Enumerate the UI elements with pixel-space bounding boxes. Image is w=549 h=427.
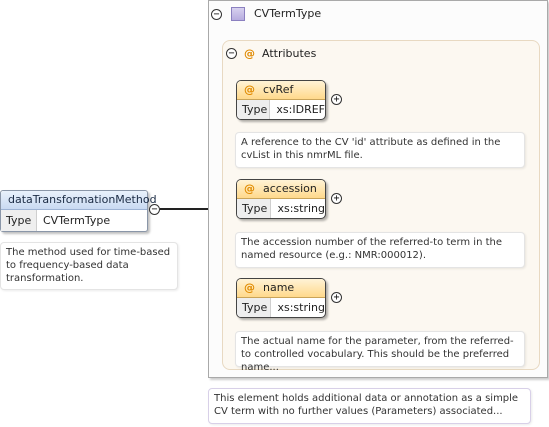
attributes-at-icon: @	[244, 47, 255, 60]
attribute-title-cvRef: @ cvRef	[237, 81, 325, 100]
attribute-type-value: xs:string	[277, 301, 325, 314]
attribute-title-name: @ name	[237, 279, 325, 298]
attribute-type-label: Type	[237, 199, 272, 218]
attribute-type-row: Type xs:IDREF	[237, 100, 325, 119]
element-box-dataTransformationMethod[interactable]: dataTransformationMethod Type CVTermType	[0, 190, 157, 232]
attribute-name: name	[263, 281, 295, 294]
element-name: dataTransformationMethod	[1, 191, 157, 210]
attribute-box-cvRef[interactable]: @ cvRef Type xs:IDREF	[236, 80, 326, 120]
attribute-expand-icon-cvRef[interactable]: +	[331, 94, 342, 105]
attribute-type-value: xs:IDREF	[276, 103, 325, 116]
attribute-documentation-name: The actual name for the parameter, from …	[235, 331, 525, 373]
attribute-documentation-cvRef: A reference to the CV 'id' attribute as …	[235, 132, 525, 168]
attribute-at-icon: @	[244, 83, 255, 96]
attribute-at-icon: @	[244, 182, 255, 195]
attribute-type-row: Type xs:string	[237, 298, 325, 317]
attribute-type-label: Type	[237, 100, 271, 119]
attribute-at-icon: @	[244, 281, 255, 294]
complex-type-icon	[231, 7, 245, 21]
attribute-title-accession: @ accession	[237, 180, 325, 199]
attributes-collapse-icon[interactable]: −	[226, 48, 237, 59]
attribute-name: cvRef	[263, 83, 294, 96]
element-type-row: Type CVTermType	[1, 210, 147, 231]
complex-type-name: CVTermType	[254, 7, 322, 20]
attribute-expand-icon-name[interactable]: +	[331, 292, 342, 303]
element-collapse-icon[interactable]: −	[149, 204, 160, 215]
attribute-box-accession[interactable]: @ accession Type xs:string	[236, 179, 326, 219]
attribute-type-value: xs:string	[277, 202, 325, 215]
attribute-expand-icon-accession[interactable]: +	[331, 193, 342, 204]
attribute-box-name[interactable]: @ name Type xs:string	[236, 278, 326, 318]
element-connector-line	[160, 208, 208, 210]
attributes-group-label: Attributes	[262, 47, 317, 60]
element-documentation: The method used for time-based to freque…	[0, 242, 178, 290]
complex-type-collapse-icon[interactable]: −	[211, 9, 222, 20]
element-type-value: CVTermType	[43, 214, 111, 227]
element-type-label: Type	[1, 210, 37, 231]
attribute-documentation-accession: The accession number of the referred-to …	[235, 232, 525, 268]
attribute-type-row: Type xs:string	[237, 199, 325, 218]
attribute-type-label: Type	[237, 298, 272, 317]
complex-type-documentation: This element holds additional data or an…	[208, 388, 531, 424]
attribute-name: accession	[263, 182, 317, 195]
